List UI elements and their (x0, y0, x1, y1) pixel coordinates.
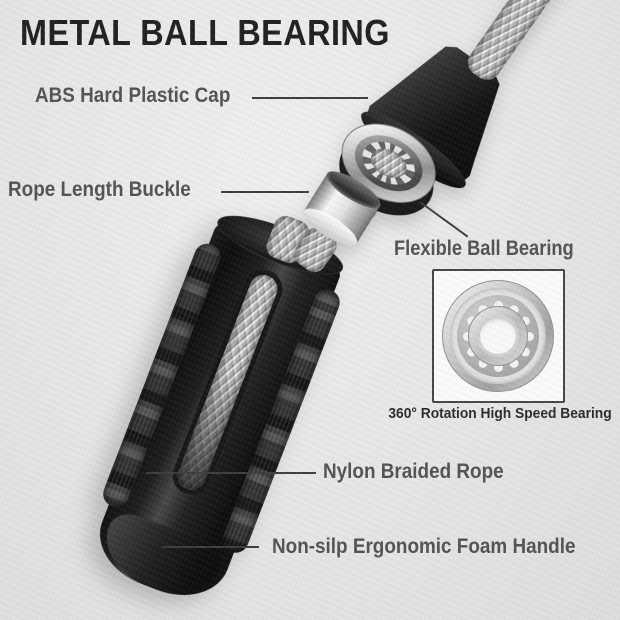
page-title: METAL BALL BEARING (20, 12, 390, 53)
leader-line-rope (146, 472, 316, 474)
label-ball-bearing: Flexible Ball Bearing (394, 237, 574, 260)
detail-box-caption: 360° Rotation High Speed Bearing (388, 405, 612, 422)
label-length-buckle: Rope Length Buckle (8, 178, 191, 201)
label-plastic-cap: ABS Hard Plastic Cap (35, 84, 231, 107)
top-rope (462, 0, 592, 86)
leader-line-handle (162, 546, 259, 548)
leader-line-buckle (221, 191, 309, 193)
bearing-detail-box (432, 269, 565, 403)
bearing-center-bore (477, 315, 519, 357)
leader-line-cap (252, 97, 368, 99)
label-nylon-rope: Nylon Braided Rope (323, 460, 504, 483)
label-foam-handle: Non-silp Ergonomic Foam Handle (272, 535, 576, 558)
